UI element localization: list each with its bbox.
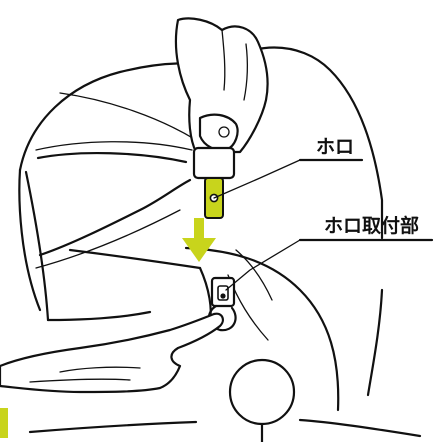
seat-frame-bottom (28, 418, 422, 438)
accent-mark (0, 408, 8, 438)
canopy-hood (18, 62, 273, 341)
hand-top (174, 17, 269, 180)
hand-bottom-pointing (0, 312, 224, 394)
adjust-knob (228, 358, 296, 442)
label-canopy: ホロ (316, 136, 354, 158)
leader-lines (213, 158, 434, 291)
label-canopy-mount: ホロ取付部 (324, 214, 419, 237)
down-arrow-icon (182, 218, 216, 262)
canopy-mount-slot (207, 276, 237, 332)
